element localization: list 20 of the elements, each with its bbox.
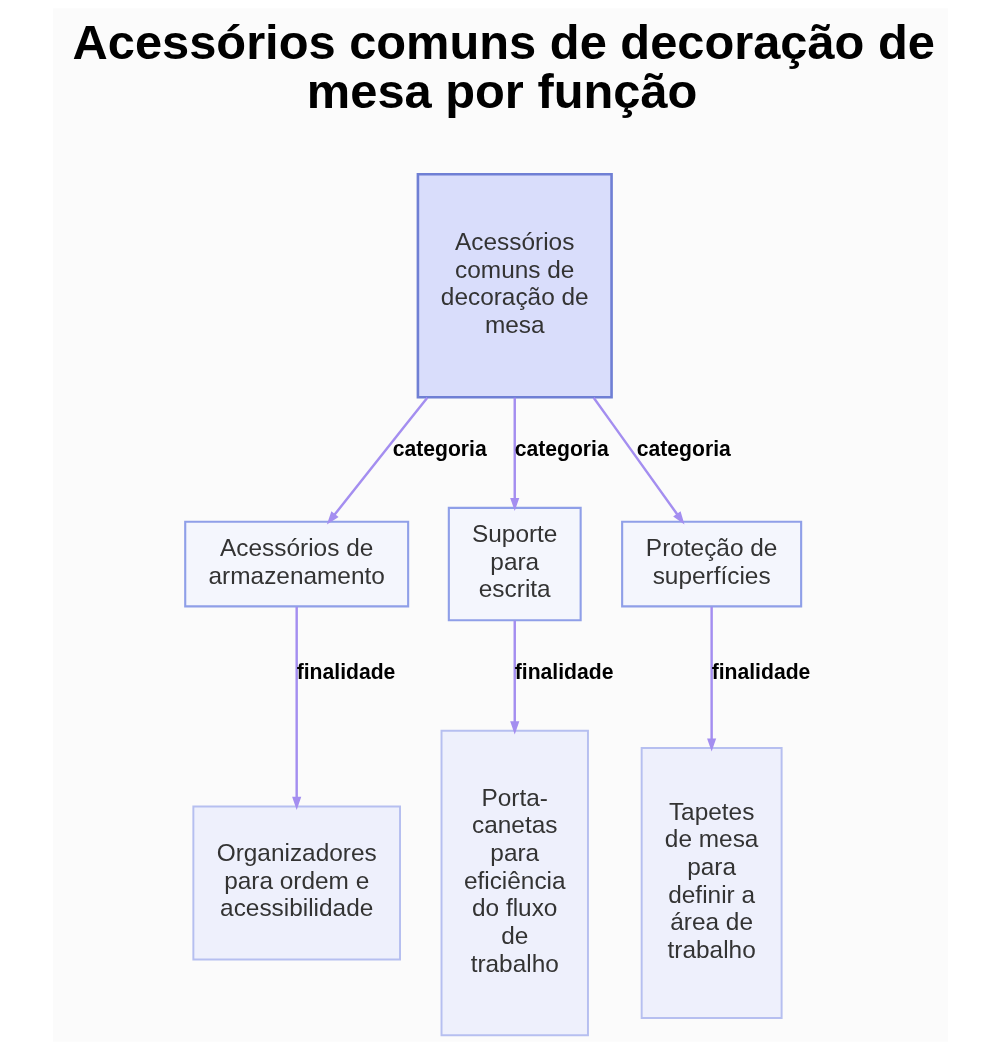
arrow: [706, 606, 716, 752]
arrow: [509, 620, 519, 735]
edge-label: finalidade: [711, 660, 810, 684]
edge-label: finalidade: [296, 660, 395, 684]
node-box: Organizadores para ordem e acessibilidade: [191, 805, 401, 961]
edge-label: categoria: [514, 437, 609, 461]
node-box: Tapetes de mesa para definir a área de trabalho: [640, 746, 783, 1020]
arrow: [592, 396, 684, 525]
node-box: Proteção de superfícies: [620, 520, 802, 608]
node-box: Porta-canetas para eficiência do fluxo de trabalho: [440, 729, 589, 1037]
arrow: [509, 397, 519, 511]
edge-label: finalidade: [514, 660, 613, 684]
arrow: [326, 396, 428, 525]
edge-label: categoria: [392, 437, 487, 461]
diagram-title: Acessórios comuns de decoração de mesa por função: [72, 14, 935, 118]
node-box: Acessórios comuns de decoração de mesa: [416, 173, 613, 399]
node-box: Acessórios de armazenamento: [183, 520, 409, 608]
arrow: [291, 606, 301, 810]
node-box: Suporte para escrita: [447, 506, 582, 622]
edge-label: categoria: [636, 437, 731, 461]
